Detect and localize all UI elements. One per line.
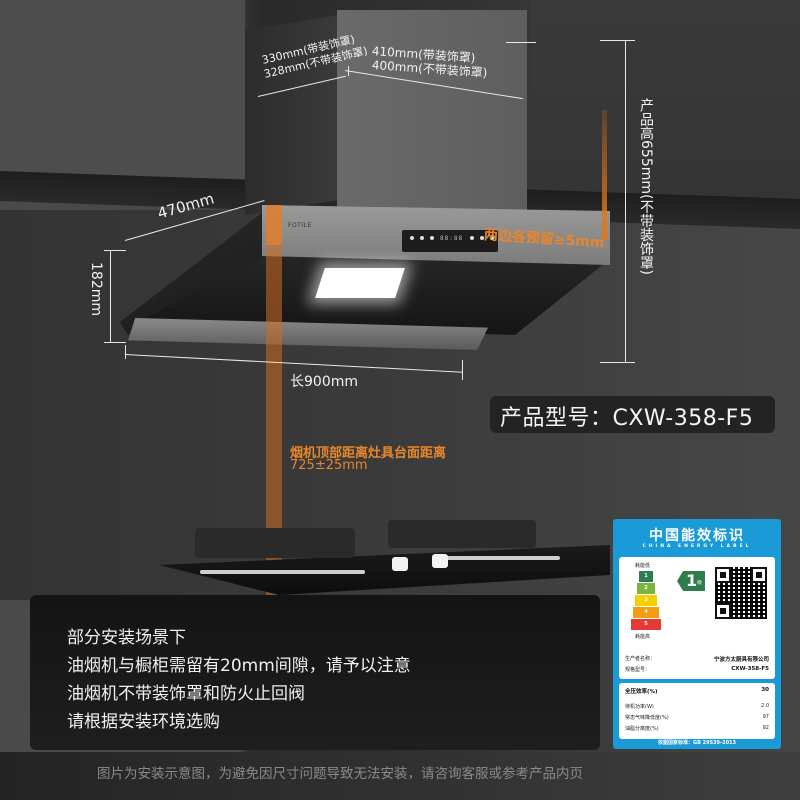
- efficiency-value: 30: [761, 687, 769, 693]
- grade-bar-5: 5: [631, 619, 661, 630]
- footer-disclaimer: 图片为安装示意图，为避免因尺寸问题导致无法安装，请咨询客服或参考产品内页: [97, 766, 583, 782]
- dim-tick: [125, 345, 126, 359]
- brand-logo: FOTILE: [288, 222, 312, 229]
- grease-value: 92: [762, 725, 769, 731]
- qr-code-icon: [715, 567, 767, 619]
- wall-panel-left: [0, 0, 245, 200]
- model-label: 产品型号：CXW-358-F5: [500, 406, 754, 431]
- burner-left-rim: [200, 570, 365, 574]
- current-grade-arrow-icon: 1 级: [677, 571, 705, 591]
- install-distance-value: 725±25mm: [290, 458, 368, 473]
- dim-line-hood-height: [110, 250, 111, 342]
- chimney-front: [337, 10, 527, 210]
- grade-bar-4: 4: [633, 607, 659, 618]
- control-button-icon: [470, 236, 474, 240]
- product-height-label: 产品高655mm(不带装饰罩): [638, 98, 654, 275]
- energy-label-metrics: 全压效率(%) 30 待机功率(W) 2.0 常态气味降低度(%) 97 油脂分…: [619, 683, 775, 739]
- energy-label-grade-panel: 耗能低 1 2 3 4 5 耗能高 1 级 生产者名称： 宁波方太厨具有限公司 …: [619, 557, 775, 679]
- dim-tick: [506, 42, 536, 43]
- odor-label: 常态气味降低度(%): [625, 715, 669, 721]
- knob-right: [432, 554, 448, 568]
- note-line: 请根据安装环境选购: [67, 712, 220, 732]
- side-clearance-marker: [602, 110, 607, 240]
- install-distance-label: 烟机顶部距离灶具台面距离: [290, 446, 447, 461]
- knob-left: [392, 557, 408, 571]
- burner-right: [388, 520, 536, 548]
- china-energy-label: 中国能效标识 CHINA ENERGY LABEL 耗能低 1 2 3 4 5 …: [613, 519, 781, 749]
- standby-label: 待机功率(W): [625, 704, 654, 710]
- grease-label: 油脂分离度(%): [625, 726, 659, 732]
- dim-tick: [462, 360, 463, 380]
- grade-bar-2: 2: [637, 583, 655, 594]
- manufacturer-label: 生产者名称：: [625, 656, 656, 662]
- burner-right-rim: [440, 556, 560, 560]
- model-spec-label: 规格型号：: [625, 667, 651, 673]
- dim-tick: [600, 362, 635, 363]
- control-button-icon: [430, 236, 434, 240]
- control-panel: 88:88: [402, 230, 498, 252]
- dim-tick: [600, 40, 635, 41]
- control-button-icon: [490, 236, 494, 240]
- hood-length-label: 长900mm: [290, 374, 358, 390]
- grade-suffix: 级: [697, 580, 703, 586]
- model-spec-value: CXW-358-F5: [731, 666, 769, 672]
- installation-notes: 部分安装场景下 油烟机与橱柜需留有20mm间隙，请予以注意 油烟机不带装饰罩和防…: [30, 595, 600, 750]
- power-button-icon: [410, 236, 414, 240]
- burner-left: [195, 528, 355, 558]
- footer-bar: 图片为安装示意图，为避免因尺寸问题导致无法安装，请咨询客服或参考产品内页: [0, 752, 800, 800]
- dim-line-product-height: [625, 40, 626, 362]
- grade-bar-1: 1: [639, 571, 653, 582]
- standby-value: 2.0: [761, 703, 769, 709]
- current-grade: 1: [686, 571, 698, 590]
- grade-bar-3: 3: [635, 595, 657, 606]
- energy-label-subtitle: CHINA ENERGY LABEL: [642, 544, 752, 549]
- note-line: 油烟机与橱柜需留有20mm间隙，请予以注意: [67, 656, 411, 676]
- efficiency-label: 全压效率(%): [625, 689, 658, 695]
- install-distance-beam-top: [266, 205, 282, 245]
- hood-chimney: [245, 10, 530, 215]
- install-distance-beam: [266, 205, 282, 595]
- high-consumption-label: 耗能高: [635, 634, 651, 640]
- manufacturer-value: 宁波方太厨具有限公司: [713, 657, 769, 663]
- panel-display: 88:88: [440, 235, 464, 242]
- energy-label-title: 中国能效标识: [649, 528, 745, 544]
- low-consumption-label: 耗能低: [635, 563, 651, 569]
- note-line: 部分安装场景下: [67, 628, 186, 648]
- odor-value: 97: [762, 714, 769, 720]
- energy-label-standard: 依据国家标准：GB 29539-2013: [657, 740, 737, 746]
- hood-height-label: 182mm: [88, 262, 104, 316]
- wall-panel-right: [530, 0, 800, 210]
- control-button-icon: [420, 236, 424, 240]
- dim-tick: [104, 250, 126, 251]
- control-button-icon: [480, 236, 484, 240]
- model-badge: 产品型号：CXW-358-F5: [490, 396, 775, 433]
- dim-tick: [104, 342, 126, 343]
- hood-light-icon: [315, 268, 405, 298]
- note-line: 油烟机不带装饰罩和防火止回阀: [67, 684, 305, 704]
